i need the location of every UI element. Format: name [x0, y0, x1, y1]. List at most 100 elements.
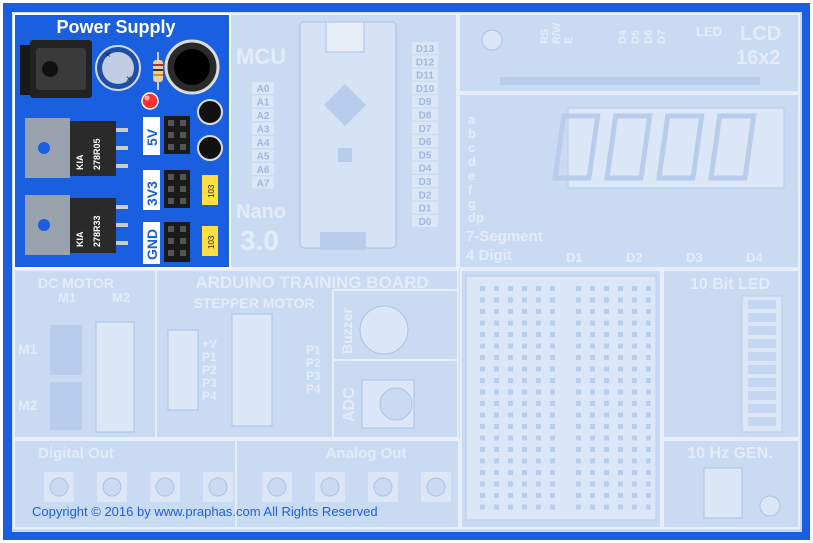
- breadboard-hole: [604, 378, 609, 383]
- breadboard-hole: [480, 355, 485, 360]
- breadboard-hole: [590, 481, 595, 487]
- breadboard-hole: [590, 424, 595, 429]
- nano-version: 3.0: [240, 225, 279, 256]
- mcu-pin-label-bg: [412, 95, 438, 108]
- seg-subtitle: 4 Digit: [466, 247, 512, 264]
- segment-digit: [604, 113, 653, 181]
- regulator-5v-icon: KIA 278R05: [25, 118, 128, 178]
- breadboard-hole: [536, 470, 541, 475]
- mcu-pin-label-bg: [252, 176, 274, 189]
- breadboard-hole: [508, 343, 513, 349]
- breadboard-hole: [576, 493, 581, 498]
- breadboard-hole: [646, 493, 651, 498]
- breadboard-hole: [550, 470, 555, 475]
- breadboard-hole: [522, 424, 527, 429]
- breadboard-hole: [632, 504, 637, 510]
- breadboard-hole: [632, 297, 637, 303]
- breadboard-hole: [576, 447, 581, 452]
- breadboard-hole: [576, 343, 581, 349]
- power-header-pins[interactable]: [164, 116, 190, 262]
- breadboard-hole: [576, 504, 581, 510]
- breadboard-hole: [604, 435, 609, 441]
- breadboard-hole: [632, 458, 637, 464]
- mcu-pin-label: A2: [257, 111, 270, 122]
- mcu-pin-label: D1: [419, 204, 432, 215]
- breadboard-hole: [480, 332, 485, 337]
- stepper-header-label: P2: [306, 356, 321, 370]
- breadboard-hole: [632, 355, 637, 360]
- breadboard-hole: [522, 320, 527, 326]
- breadboard-hole: [522, 493, 527, 498]
- breadboard-hole: [576, 378, 581, 383]
- breadboard-hole: [604, 343, 609, 349]
- breadboard-hole: [550, 332, 555, 337]
- rail-5v-label: 5V: [144, 128, 160, 146]
- breadboard-hole: [646, 389, 651, 395]
- breadboard-hole: [618, 389, 623, 395]
- breadboard-hole: [632, 366, 637, 372]
- breadboard-hole: [550, 412, 555, 418]
- breadboard-hole: [590, 286, 595, 291]
- push-button-cap: [373, 477, 393, 497]
- segment-letter: e: [468, 168, 475, 183]
- breadboard-hole: [480, 424, 485, 429]
- mcu-pin-label: D5: [419, 150, 432, 161]
- breadboard-hole: [536, 493, 541, 498]
- breadboard-hole: [646, 481, 651, 487]
- breadboard-hole: [632, 332, 637, 337]
- led-bar-segment: [748, 365, 776, 374]
- power-supply-section[interactable]: Power Supply × ×: [13, 13, 231, 269]
- svg-text:103: 103: [207, 235, 216, 249]
- lcd-pin-label: R/W: [551, 22, 563, 44]
- stepper-pin-label: P1: [202, 350, 217, 364]
- breadboard-hole: [576, 309, 581, 314]
- breadboard-hole: [604, 493, 609, 498]
- breadboard-hole: [550, 493, 555, 498]
- breadboard-hole: [494, 332, 499, 337]
- breadboard-hole: [550, 297, 555, 303]
- breadboard-hole: [590, 504, 595, 510]
- breadboard-hole: [632, 320, 637, 326]
- breadboard-hole: [536, 458, 541, 464]
- breadboard-hole: [646, 332, 651, 337]
- breadboard-hole: [632, 343, 637, 349]
- breadboard-hole: [480, 378, 485, 383]
- mcu-pin-label-bg: [412, 121, 438, 134]
- breadboard-hole: [480, 412, 485, 418]
- lcd-pin-label: D4: [617, 29, 629, 44]
- breadboard-hole: [508, 470, 513, 475]
- breadboard-hole: [576, 286, 581, 291]
- adc-title: ADC: [341, 387, 358, 422]
- mcu-pin-label: D10: [416, 84, 435, 95]
- mcu-pin-label: A1: [257, 98, 270, 109]
- breadboard-hole: [618, 481, 623, 487]
- breadboard-hole: [632, 470, 637, 475]
- breadboard-hole: [576, 297, 581, 303]
- breadboard-hole: [550, 504, 555, 510]
- breadboard-hole: [480, 470, 485, 475]
- segment-digit: [552, 113, 601, 181]
- mcu-pin-label-bg: [412, 201, 438, 214]
- segment-letter: g: [468, 196, 476, 211]
- led-bar-segment: [748, 300, 776, 309]
- svg-text:×: ×: [105, 50, 111, 61]
- breadboard-hole: [590, 447, 595, 452]
- mcu-title: MCU: [236, 44, 286, 69]
- breadboard-hole: [604, 458, 609, 464]
- breadboard-hole: [590, 366, 595, 372]
- segment-letter: f: [468, 182, 473, 197]
- mcu-pin-label-bg: [252, 109, 274, 121]
- dc-jack-icon: [20, 40, 92, 98]
- led-bar-segment: [748, 326, 776, 335]
- breadboard-hole: [618, 343, 623, 349]
- breadboard-hole: [494, 355, 499, 360]
- mcu-pin-label-bg: [412, 81, 438, 94]
- mcu-pin-label: A7: [257, 179, 270, 190]
- breadboard-hole: [536, 355, 541, 360]
- breadboard-hole: [480, 297, 485, 303]
- mcu-pin-label: A6: [257, 165, 270, 176]
- breadboard-hole: [522, 378, 527, 383]
